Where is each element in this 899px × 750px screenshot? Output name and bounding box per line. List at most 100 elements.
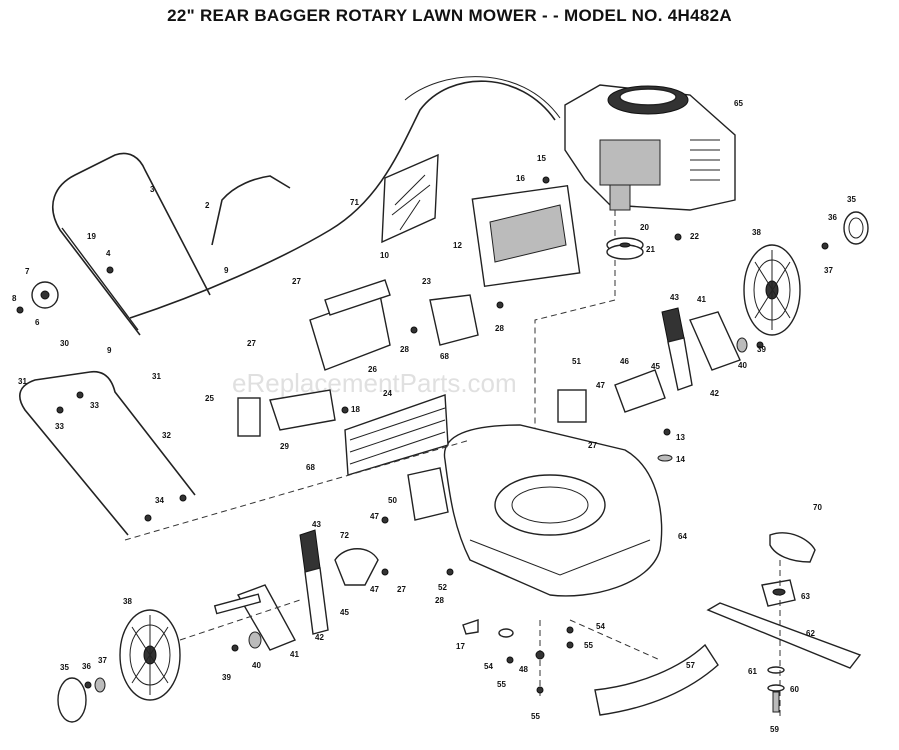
- callout: 8: [12, 294, 17, 303]
- callout: 68: [440, 352, 449, 361]
- handle-wire: [211, 175, 291, 246]
- callout: 12: [453, 241, 462, 250]
- watermark: eReplacementParts.com: [232, 368, 517, 398]
- callout: 60: [790, 685, 799, 694]
- axle-bracket-left: [213, 584, 296, 651]
- callout: 24: [383, 389, 392, 398]
- callout: 30: [60, 339, 69, 348]
- mower-deck: [443, 424, 663, 597]
- blade-bolt: [767, 666, 785, 713]
- callout: 47: [596, 381, 605, 390]
- callout: 10: [380, 251, 389, 260]
- callout: 27: [588, 441, 597, 450]
- callout: 47: [370, 585, 379, 594]
- callout: 35: [847, 195, 856, 204]
- rear-bracket: [237, 389, 336, 437]
- drive-pulley: [606, 237, 644, 260]
- callout: 38: [123, 597, 132, 606]
- callout: 28: [435, 596, 444, 605]
- air-filter-cover: [471, 184, 581, 288]
- callout: 70: [813, 503, 822, 512]
- hubcap-right: [843, 211, 869, 245]
- callout: 55: [497, 680, 506, 689]
- hinge-bracket: [429, 294, 479, 346]
- hubcap-left: [57, 677, 87, 723]
- wheel-right: [743, 244, 801, 336]
- callout: 42: [315, 633, 324, 642]
- bracket-51: [557, 389, 587, 423]
- callout: 7: [25, 267, 30, 276]
- callout: 32: [162, 431, 171, 440]
- callout: 41: [290, 650, 299, 659]
- callout: 39: [222, 673, 231, 682]
- deflector-plate: [381, 153, 439, 244]
- callout: 43: [312, 520, 321, 529]
- callout: 38: [752, 228, 761, 237]
- callout: 27: [292, 277, 301, 286]
- callout: 14: [676, 455, 685, 464]
- callout: 34: [155, 496, 164, 505]
- callout: 57: [686, 661, 695, 670]
- callout: 62: [806, 629, 815, 638]
- callout: 28: [400, 345, 409, 354]
- callout: 29: [280, 442, 289, 451]
- callout: 71: [350, 198, 359, 207]
- callout: 25: [205, 394, 214, 403]
- height-adjuster-right: [661, 307, 741, 391]
- callout: 42: [710, 389, 719, 398]
- callout: 31: [18, 377, 27, 386]
- callout: 41: [697, 295, 706, 304]
- lower-handle: [19, 370, 196, 536]
- upper-handle: [51, 152, 211, 336]
- callout: 72: [340, 531, 349, 540]
- callout-labels: 3 2 19 4 9 7 8 6 30 9 31 31 33 33 32 34 …: [12, 99, 856, 734]
- callout: 13: [676, 433, 685, 442]
- callout: 36: [828, 213, 837, 222]
- height-adjuster-left: [299, 529, 329, 635]
- engine: [564, 84, 736, 211]
- callout: 22: [690, 232, 699, 241]
- callout: 52: [438, 583, 447, 592]
- rear-deflector: [344, 394, 449, 476]
- callout: 48: [519, 665, 528, 674]
- blade-stiffener: [769, 532, 816, 563]
- callout: 4: [106, 249, 111, 258]
- callout: 51: [572, 357, 581, 366]
- wheel-left: [119, 609, 181, 701]
- control-cable: [129, 80, 556, 319]
- callout: 31: [152, 372, 161, 381]
- callout: 6: [35, 318, 40, 327]
- callout: 2: [205, 201, 210, 210]
- fasteners: [16, 176, 829, 694]
- callout: 45: [651, 362, 660, 371]
- baffle: [594, 643, 719, 716]
- callout: 64: [678, 532, 687, 541]
- callout: 39: [757, 345, 766, 354]
- callout: 50: [388, 496, 397, 505]
- callout: 33: [90, 401, 99, 410]
- callout: 18: [351, 405, 360, 414]
- callout: 61: [748, 667, 757, 676]
- wheel-bracket-46: [614, 369, 666, 413]
- handle-knob-bracket: [31, 281, 59, 309]
- callout: 27: [247, 339, 256, 348]
- callout: 43: [670, 293, 679, 302]
- callout: 33: [55, 422, 64, 431]
- callout: 23: [422, 277, 431, 286]
- blade-adapter: [761, 579, 796, 607]
- bag-support-bracket: [309, 279, 391, 371]
- callout: 21: [646, 245, 655, 254]
- callout: 46: [620, 357, 629, 366]
- callout: 63: [801, 592, 810, 601]
- callout: 9: [224, 266, 229, 275]
- height-quadrant: [334, 548, 379, 586]
- callout: 47: [370, 512, 379, 521]
- callout: 36: [82, 662, 91, 671]
- callout: 17: [456, 642, 465, 651]
- callout: 55: [584, 641, 593, 650]
- callout: 19: [87, 232, 96, 241]
- callout: 37: [824, 266, 833, 275]
- callout: 35: [60, 663, 69, 672]
- callout: 68: [306, 463, 315, 472]
